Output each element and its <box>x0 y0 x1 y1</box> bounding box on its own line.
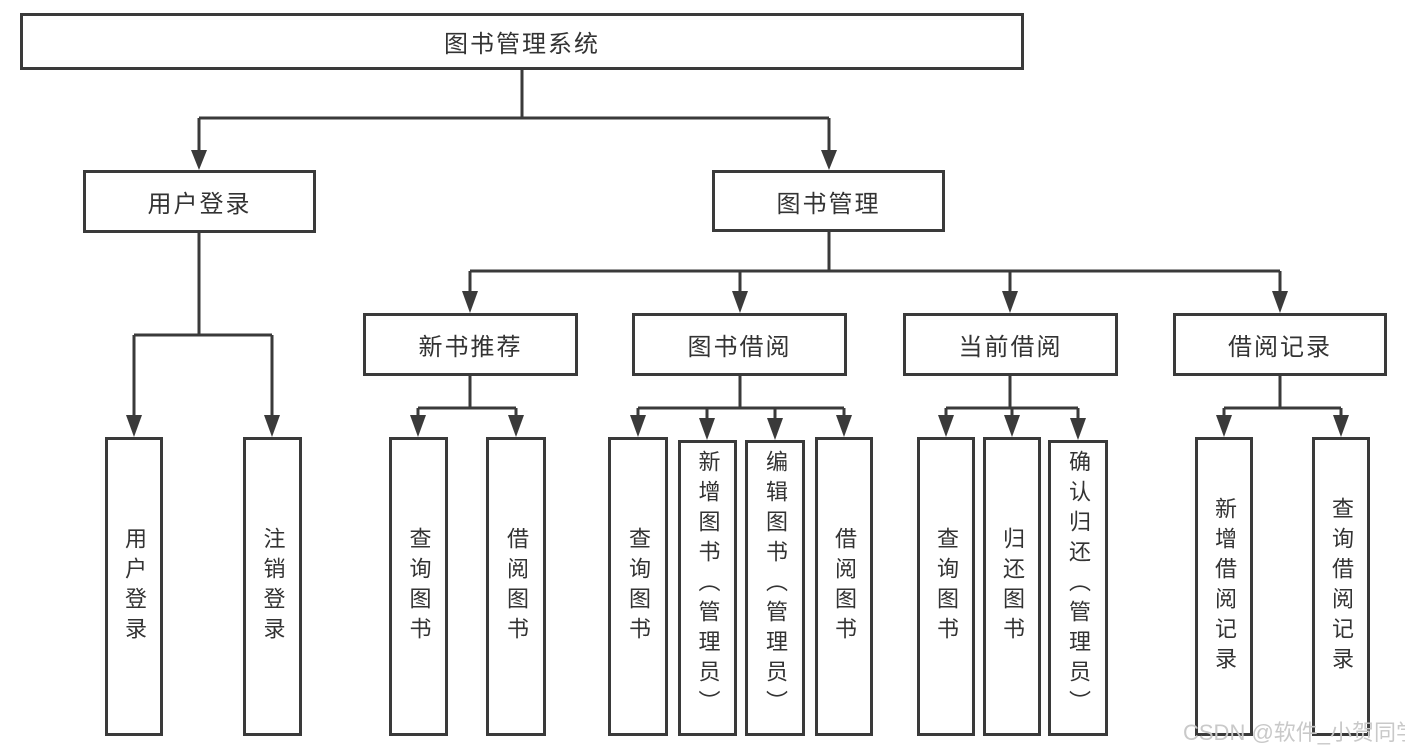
leaf-label: 新增图书（管理员） <box>695 450 721 720</box>
leaf-label: 用户登录 <box>122 526 147 647</box>
connector-book-management <box>462 232 1288 313</box>
node-current-borrowing: 当前借阅 <box>903 313 1118 376</box>
connector-user-login <box>126 233 280 437</box>
connector-book-borrowing <box>630 376 852 440</box>
node-user-login: 用户登录 <box>83 170 316 233</box>
leaf-label: 借阅图书 <box>504 526 529 647</box>
leaf-label: 编辑图书（管理员） <box>763 450 788 720</box>
connector-borrowing-records <box>1216 376 1349 437</box>
leaf-label: 借阅图书 <box>832 526 857 647</box>
connector-new-book-recommend <box>410 376 524 437</box>
leaf-nbr-borrow-books: 借阅图书 <box>486 437 546 736</box>
leaf-label: 查询图书 <box>934 526 959 647</box>
leaf-cb-query-books: 查询图书 <box>917 437 975 736</box>
leaf-user-login: 用户登录 <box>105 437 163 736</box>
leaf-cb-return-books: 归还图书 <box>983 437 1041 736</box>
leaf-label: 注销登录 <box>260 526 286 647</box>
leaf-label: 查询图书 <box>626 526 651 647</box>
leaf-nbr-query-books: 查询图书 <box>389 437 448 736</box>
leaf-label: 查询图书 <box>406 526 432 647</box>
node-new-book-recommend: 新书推荐 <box>363 313 578 376</box>
leaf-bb-query-books: 查询图书 <box>608 437 668 736</box>
connector-root-to-level2 <box>191 70 837 170</box>
leaf-label: 新增借阅记录 <box>1212 496 1237 677</box>
leaf-bb-edit-books-admin: 编辑图书（管理员） <box>745 440 805 736</box>
leaf-br-add-record: 新增借阅记录 <box>1195 437 1253 736</box>
node-library-system: 图书管理系统 <box>20 13 1024 70</box>
leaf-label: 归还图书 <box>1000 526 1025 647</box>
leaf-logout-login: 注销登录 <box>243 437 302 736</box>
node-book-borrowing: 图书借阅 <box>632 313 847 376</box>
connector-current-borrowing <box>938 376 1086 440</box>
leaf-br-query-record: 查询借阅记录 <box>1312 437 1370 736</box>
csdn-watermark: CSDN @软件_小贺同学 <box>1183 720 1405 745</box>
leaf-bb-borrow-books: 借阅图书 <box>815 437 873 736</box>
node-book-management: 图书管理 <box>712 170 945 232</box>
leaf-cb-confirm-return-admin: 确认归还（管理员） <box>1048 440 1108 736</box>
leaf-label: 查询借阅记录 <box>1329 496 1354 677</box>
leaf-label: 确认归还（管理员） <box>1066 450 1091 720</box>
node-borrowing-records: 借阅记录 <box>1173 313 1387 376</box>
leaf-bb-add-books-admin: 新增图书（管理员） <box>678 440 737 736</box>
